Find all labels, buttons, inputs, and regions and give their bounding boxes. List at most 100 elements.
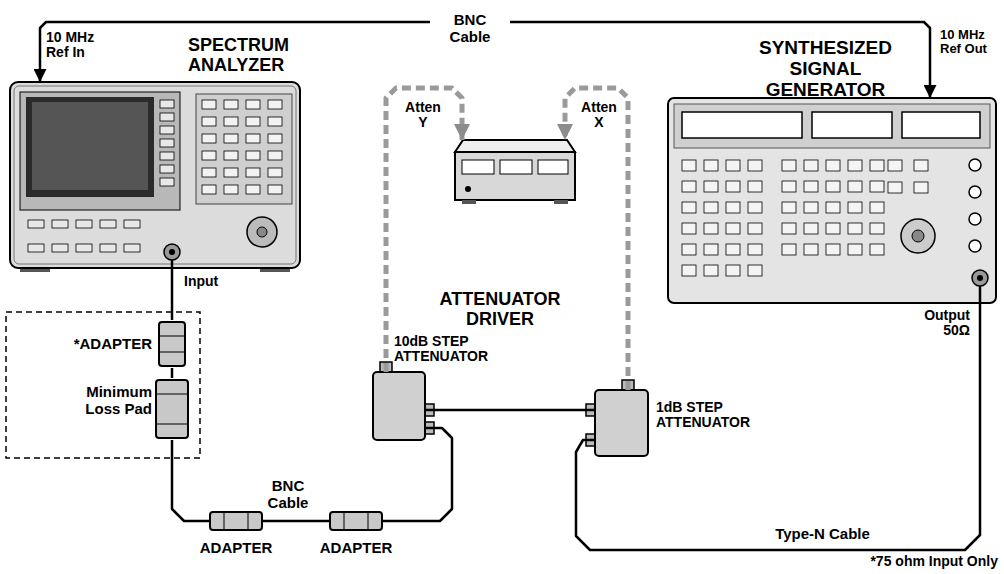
equipment-detail xyxy=(888,160,902,171)
rf-cable xyxy=(172,440,210,521)
equipment-detail xyxy=(368,512,369,530)
equipment-detail xyxy=(969,159,981,171)
equipment-detail xyxy=(247,217,277,247)
port-label: Input xyxy=(184,274,234,289)
equipment-detail xyxy=(6,312,200,458)
equipment-detail xyxy=(804,244,818,255)
equipment-detail xyxy=(726,202,740,213)
equipment-detail xyxy=(28,220,44,228)
equipment-detail xyxy=(595,390,648,456)
equipment-detail xyxy=(804,202,818,213)
equipment-detail xyxy=(202,117,216,126)
equipment-detail xyxy=(782,244,796,255)
signal-generator: 10 MHz Ref OutSYNTHESIZED SIGNAL GENERAT… xyxy=(668,98,996,303)
equipment-detail xyxy=(224,512,225,530)
equipment-detail xyxy=(246,185,260,194)
equipment-detail xyxy=(28,244,44,252)
equipment-detail xyxy=(268,117,282,126)
equipment-detail xyxy=(224,151,238,160)
step-attenuator: 1dB STEP ATTENUATOR xyxy=(595,390,648,456)
equipment-detail xyxy=(848,223,862,234)
equipment-detail xyxy=(246,117,260,126)
equipment-detail xyxy=(246,134,260,143)
port-label: Output 50Ω xyxy=(898,308,970,339)
equipment-detail xyxy=(826,202,840,213)
cable-label: BNC Cable xyxy=(262,478,314,511)
step-attenuator-drawing xyxy=(373,362,648,456)
equipment-detail xyxy=(124,220,140,228)
equipment-detail xyxy=(76,244,92,252)
equipment-detail xyxy=(812,112,892,138)
equipment-detail xyxy=(160,113,174,121)
equipment-detail xyxy=(682,112,802,138)
equipment-detail xyxy=(748,181,762,192)
equipment-detail xyxy=(169,249,175,255)
device-label: Minimum Loss Pad xyxy=(60,384,152,417)
signal-generator-drawing xyxy=(668,98,996,303)
step-attenuator: 10dB STEP ATTENUATOR xyxy=(373,372,425,440)
equipment-detail xyxy=(704,160,718,171)
equipment-detail xyxy=(159,336,185,337)
equipment-detail xyxy=(782,223,796,234)
equipment-detail xyxy=(782,160,796,171)
equipment-detail xyxy=(704,265,718,276)
equipment-detail xyxy=(344,512,345,530)
device-label: ADAPTER xyxy=(191,540,281,557)
equipment-detail xyxy=(20,92,180,210)
equipment-detail xyxy=(726,181,740,192)
device-label: ATTENUATOR DRIVER xyxy=(425,290,575,330)
equipment-detail xyxy=(224,134,238,143)
equipment-detail xyxy=(848,202,862,213)
equipment-detail xyxy=(196,94,292,204)
footnote: *75 ohm Input Only xyxy=(818,554,998,569)
rf-cable xyxy=(576,303,980,550)
equipment-detail xyxy=(912,230,924,242)
rf-cable xyxy=(425,409,595,412)
equipment-detail xyxy=(902,112,980,138)
port-label: 10 MHz Ref Out xyxy=(940,28,1000,57)
equipment-detail xyxy=(726,160,740,171)
equipment-detail xyxy=(977,275,983,281)
equipment-detail xyxy=(160,126,174,134)
equipment-detail xyxy=(682,223,696,234)
equipment-detail xyxy=(156,424,188,425)
equipment-detail xyxy=(726,265,740,276)
equipment-detail xyxy=(554,200,568,204)
equipment-detail xyxy=(202,134,216,143)
equipment-detail xyxy=(246,100,260,109)
equipment-detail xyxy=(202,168,216,177)
equipment-detail xyxy=(10,82,300,268)
equipment-detail xyxy=(888,182,902,193)
equipment-detail xyxy=(462,160,494,174)
equipment-detail xyxy=(848,181,862,192)
equipment-detail xyxy=(160,152,174,160)
adapter: *ADAPTER xyxy=(157,320,187,368)
device-label: ADAPTER xyxy=(311,540,401,557)
equipment-detail xyxy=(224,100,238,109)
device-label: *ADAPTER xyxy=(40,336,152,353)
cable-label: Type-N Cable xyxy=(760,526,885,543)
spectrum-analyzer-drawing xyxy=(10,82,300,272)
equipment-detail xyxy=(682,160,928,276)
equipment-detail xyxy=(202,151,216,160)
equipment-detail xyxy=(704,223,718,234)
cable-label: Atten X xyxy=(574,100,624,131)
equipment-detail xyxy=(682,244,696,255)
equipment-detail xyxy=(848,160,862,171)
equipment-detail xyxy=(268,134,282,143)
equipment-detail xyxy=(160,100,174,108)
equipment-detail xyxy=(969,186,981,198)
equipment-detail xyxy=(32,102,148,190)
equipment-detail xyxy=(979,286,982,303)
device-label: 1dB STEP ATTENUATOR xyxy=(656,400,766,431)
equipment-detail xyxy=(171,260,174,268)
equipment-detail xyxy=(156,380,188,438)
equipment-detail xyxy=(674,104,990,148)
equipment-detail xyxy=(682,181,696,192)
port-label: SPECTRUM ANALYZER xyxy=(188,36,303,76)
equipment-detail xyxy=(704,181,718,192)
port-label: 10 MHz Ref In xyxy=(46,30,110,61)
spectrum-analyzer: 10 MHz Ref InSPECTRUM ANALYZERInput xyxy=(10,82,300,268)
equipment-detail xyxy=(870,223,884,234)
